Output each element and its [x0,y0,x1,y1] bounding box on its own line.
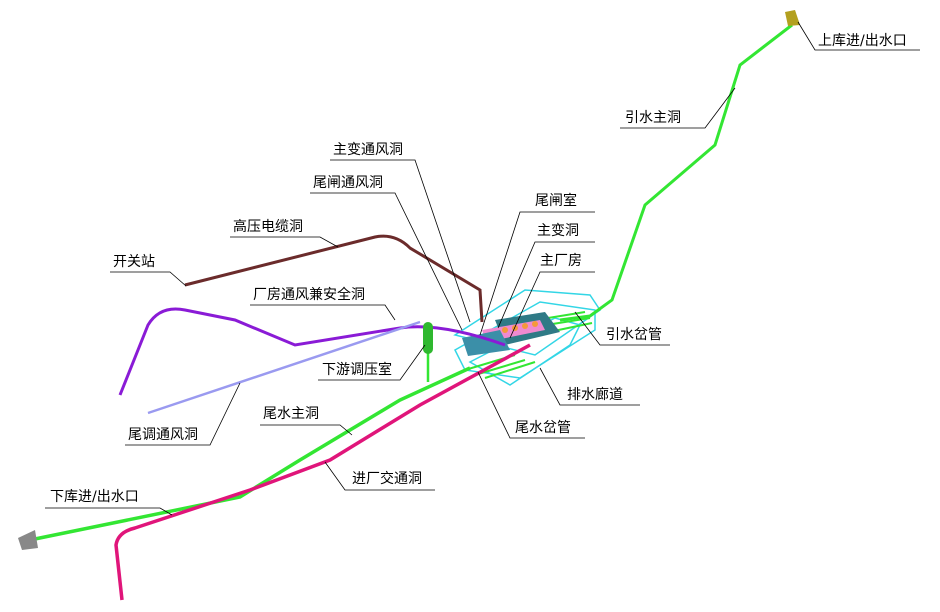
label-switchyard: 开关站 [113,254,155,270]
label-penstock-branch: 引水岔管 [606,327,662,343]
hv-cable-tunnel [184,234,484,323]
label-downstream-surge: 下游调压室 [322,362,392,378]
leader-lines [45,21,920,516]
label-vent-safety-tunnel: 厂房通风兼安全洞 [253,287,365,303]
headrace-tunnel [559,23,793,322]
label-tailgate-vent: 尾闸通风洞 [313,175,383,191]
label-main-transformer-cavern: 主变洞 [537,223,579,239]
label-tailgate-chamber: 尾闸室 [535,193,577,209]
label-upper-inlet: 上库进/出水口 [818,33,907,49]
vent-safety-tunnel [118,307,506,396]
tail-surge-vent-tunnel [147,320,421,415]
upper-portal-icon [785,10,800,26]
tailrace-tunnel [29,366,471,542]
label-hv-cable-tunnel: 高压电缆洞 [233,219,303,235]
lower-portal-icon [18,530,38,550]
label-tail-surge-vent: 尾调通风洞 [128,427,198,443]
label-powerhouse: 主厂房 [540,253,582,269]
label-lower-inlet: 下库进/出水口 [50,489,139,505]
label-main-transformer-vent: 主变通风洞 [333,142,403,158]
label-tailrace-branch: 尾水岔管 [515,420,571,436]
label-headrace: 引水主洞 [625,110,681,126]
downstream-surge-chamber [423,322,433,382]
label-drainage-gallery: 排水廊道 [567,387,623,403]
label-access-tunnel: 进厂交通洞 [352,471,422,487]
label-tailrace: 尾水主洞 [263,406,319,422]
access-tunnel [114,343,531,601]
